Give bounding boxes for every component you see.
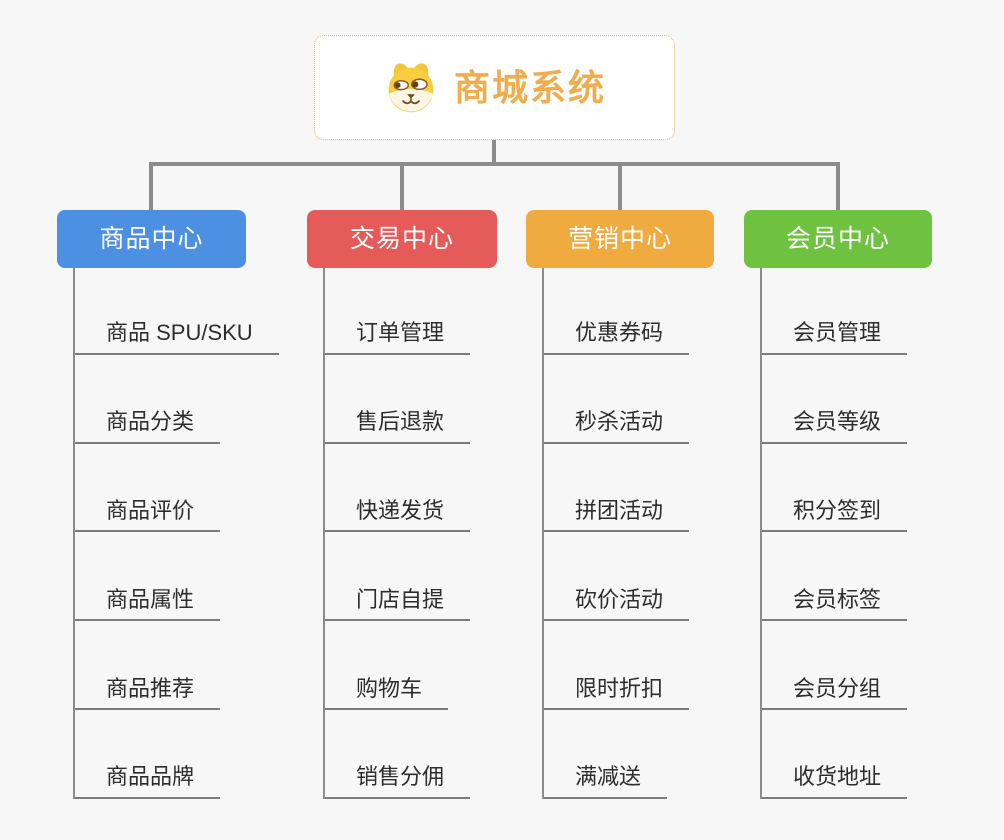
leaf-topic-label: 商品分类	[73, 409, 221, 444]
leaf-topic-label: 商品 SPU/SKU	[73, 320, 279, 355]
leaf-topic-label: 会员等级	[760, 409, 908, 444]
root-topic-label: 商城系统	[453, 66, 606, 108]
leaf-topic[interactable]: 砍价活动	[542, 532, 690, 622]
leaf-topic[interactable]: 商品属性	[73, 532, 279, 622]
connector-drop-marketing-center	[618, 162, 622, 210]
branch-topic-trade-center[interactable]: 交易中心	[307, 210, 497, 268]
branch-topic-label: 会员中心	[785, 224, 890, 253]
shiba-dog-icon	[388, 62, 434, 112]
leaf-topic-label: 优惠券码	[542, 320, 690, 355]
leaf-topic[interactable]: 购物车	[323, 621, 470, 710]
leaf-topic[interactable]: 满减送	[542, 710, 689, 799]
leaf-topic-label: 收货地址	[760, 764, 908, 799]
connector-branch-trunk	[73, 268, 75, 799]
leaf-topic-label: 砍价活动	[542, 587, 690, 622]
leaf-topic-label: 商品属性	[73, 587, 221, 622]
leaf-topic-label: 订单管理	[323, 320, 471, 355]
branch-children-trade-center: 订单管理 售后退款 快递发货 门店自提 购物车 销售分佣	[323, 266, 471, 799]
branch-topic-member-center[interactable]: 会员中心	[744, 210, 932, 268]
leaf-topic[interactable]: 商品品牌	[73, 710, 279, 799]
leaf-topic[interactable]: 积分签到	[760, 444, 908, 533]
leaf-topic[interactable]: 限时折扣	[542, 621, 690, 710]
connector-horizontal-bar	[149, 162, 840, 166]
connector-root-trunk	[492, 140, 496, 164]
leaf-topic[interactable]: 快递发货	[323, 444, 471, 533]
leaf-topic-label: 积分签到	[760, 498, 908, 533]
branch-children-member-center: 会员管理 会员等级 积分签到 会员标签 会员分组 收货地址	[760, 266, 908, 799]
branch-children-marketing-center: 优惠券码 秒杀活动 拼团活动 砍价活动 限时折扣 满减送	[542, 266, 690, 799]
branch-children-product-center: 商品 SPU/SKU 商品分类 商品评价 商品属性 商品推荐 商品品牌	[73, 266, 279, 799]
leaf-topic[interactable]: 会员分组	[760, 621, 908, 710]
leaf-topic[interactable]: 商品 SPU/SKU	[73, 266, 279, 355]
branch-topic-label: 交易中心	[349, 224, 454, 253]
connector-branch-trunk	[542, 268, 544, 799]
connector-branch-trunk	[760, 268, 762, 799]
leaf-topic-label: 销售分佣	[323, 764, 471, 799]
leaf-topic-label: 快递发货	[323, 498, 471, 533]
leaf-topic-label: 门店自提	[323, 587, 471, 622]
leaf-topic[interactable]: 商品推荐	[73, 621, 279, 710]
leaf-topic[interactable]: 拼团活动	[542, 444, 690, 533]
branch-topic-marketing-center[interactable]: 营销中心	[526, 210, 714, 268]
leaf-topic[interactable]: 售后退款	[323, 355, 471, 444]
branch-topic-label: 营销中心	[567, 224, 672, 253]
leaf-topic[interactable]: 会员等级	[760, 355, 908, 444]
leaf-topic-label: 商品推荐	[73, 676, 221, 710]
branch-topic-label: 商品中心	[99, 224, 204, 253]
branch-topic-product-center[interactable]: 商品中心	[57, 210, 246, 268]
leaf-topic-label: 商品评价	[73, 498, 221, 533]
leaf-topic-label: 拼团活动	[542, 498, 690, 533]
leaf-topic[interactable]: 秒杀活动	[542, 355, 690, 444]
leaf-topic[interactable]: 商品评价	[73, 444, 279, 533]
root-topic[interactable]: 商城系统	[314, 35, 675, 140]
connector-drop-trade-center	[400, 162, 404, 210]
connector-drop-member-center	[836, 162, 840, 210]
leaf-topic[interactable]: 会员标签	[760, 532, 908, 622]
connector-branch-trunk	[323, 268, 325, 799]
leaf-topic-label: 购物车	[323, 676, 449, 710]
leaf-topic[interactable]: 收货地址	[760, 710, 908, 799]
leaf-topic-label: 秒杀活动	[542, 409, 690, 444]
leaf-topic-label: 会员管理	[760, 320, 908, 355]
leaf-topic[interactable]: 会员管理	[760, 266, 908, 355]
leaf-topic[interactable]: 优惠券码	[542, 266, 690, 355]
leaf-topic[interactable]: 销售分佣	[323, 710, 471, 799]
leaf-topic-label: 会员标签	[760, 587, 908, 622]
leaf-topic-label: 会员分组	[760, 676, 908, 710]
leaf-topic-label: 满减送	[542, 764, 668, 799]
leaf-topic-label: 售后退款	[323, 409, 471, 444]
connector-drop-product-center	[149, 162, 153, 210]
leaf-topic[interactable]: 商品分类	[73, 355, 279, 444]
leaf-topic-label: 商品品牌	[73, 764, 221, 799]
leaf-topic[interactable]: 订单管理	[323, 266, 471, 355]
leaf-topic-label: 限时折扣	[542, 676, 690, 710]
leaf-topic[interactable]: 门店自提	[323, 532, 471, 622]
